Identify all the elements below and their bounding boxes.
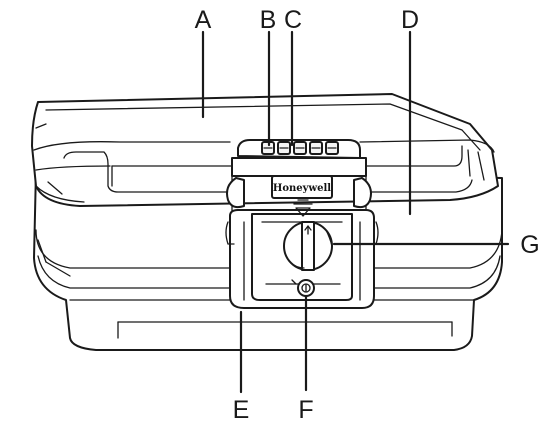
callout-C: C [284, 6, 302, 34]
callout-E: E [233, 396, 250, 424]
brand-plate [271, 175, 333, 199]
callout-labels: A B C D E F G [195, 6, 540, 424]
key-lock[interactable] [291, 279, 315, 297]
callout-B: B [260, 6, 277, 34]
combination-dials[interactable] [261, 141, 339, 155]
callout-G: G [520, 231, 539, 259]
lock-housing: Honeywell [226, 139, 372, 219]
rotary-handle[interactable] [283, 221, 333, 271]
brand-logo-text: Honeywell [273, 183, 331, 194]
callout-F: F [298, 396, 313, 424]
callout-D: D [401, 6, 419, 34]
callout-A: A [195, 6, 212, 34]
callout-leaders [201, 30, 510, 394]
